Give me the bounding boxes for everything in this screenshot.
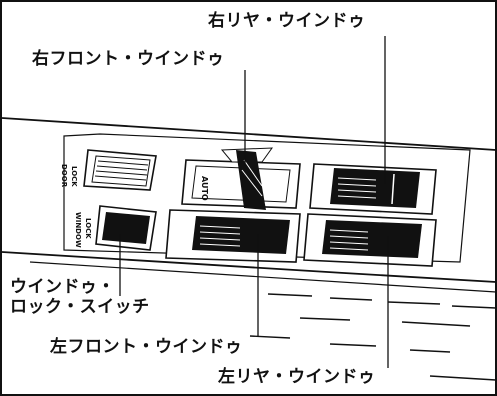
door-lock-label-2: LOCK (70, 166, 78, 187)
right-rear-window-switch (309, 163, 437, 215)
label-right-front-window: 右フロント・ウインドゥ (32, 49, 225, 69)
door-lock-switch (83, 149, 157, 191)
window-lock-switch (95, 205, 157, 251)
surface-texture-dashes (249, 293, 497, 381)
trim-upper-edge (1, 117, 497, 151)
left-front-window-switch (165, 209, 301, 263)
label-left-front-window: 左フロント・ウインドゥ (50, 337, 243, 357)
trim-lower-edge (1, 251, 497, 283)
window-lock-label-2: LOCK (84, 218, 92, 239)
label-window-lock-switch-line2: ロック・スイッチ (10, 297, 150, 317)
window-lock-label-1: WINDOW (74, 212, 82, 248)
label-right-rear-window: 右リヤ・ウインドゥ (208, 11, 366, 31)
label-window-lock-switch-line1: ウインドゥ・ (10, 277, 115, 297)
left-rear-window-switch (303, 213, 437, 267)
switch-panel-bezel (63, 133, 471, 263)
label-left-rear-window: 左リヤ・ウインドゥ (218, 367, 376, 387)
right-front-window-switch (181, 147, 301, 210)
auto-label: AUTO (200, 176, 209, 201)
door-lock-label-1: DOOR (60, 164, 68, 188)
